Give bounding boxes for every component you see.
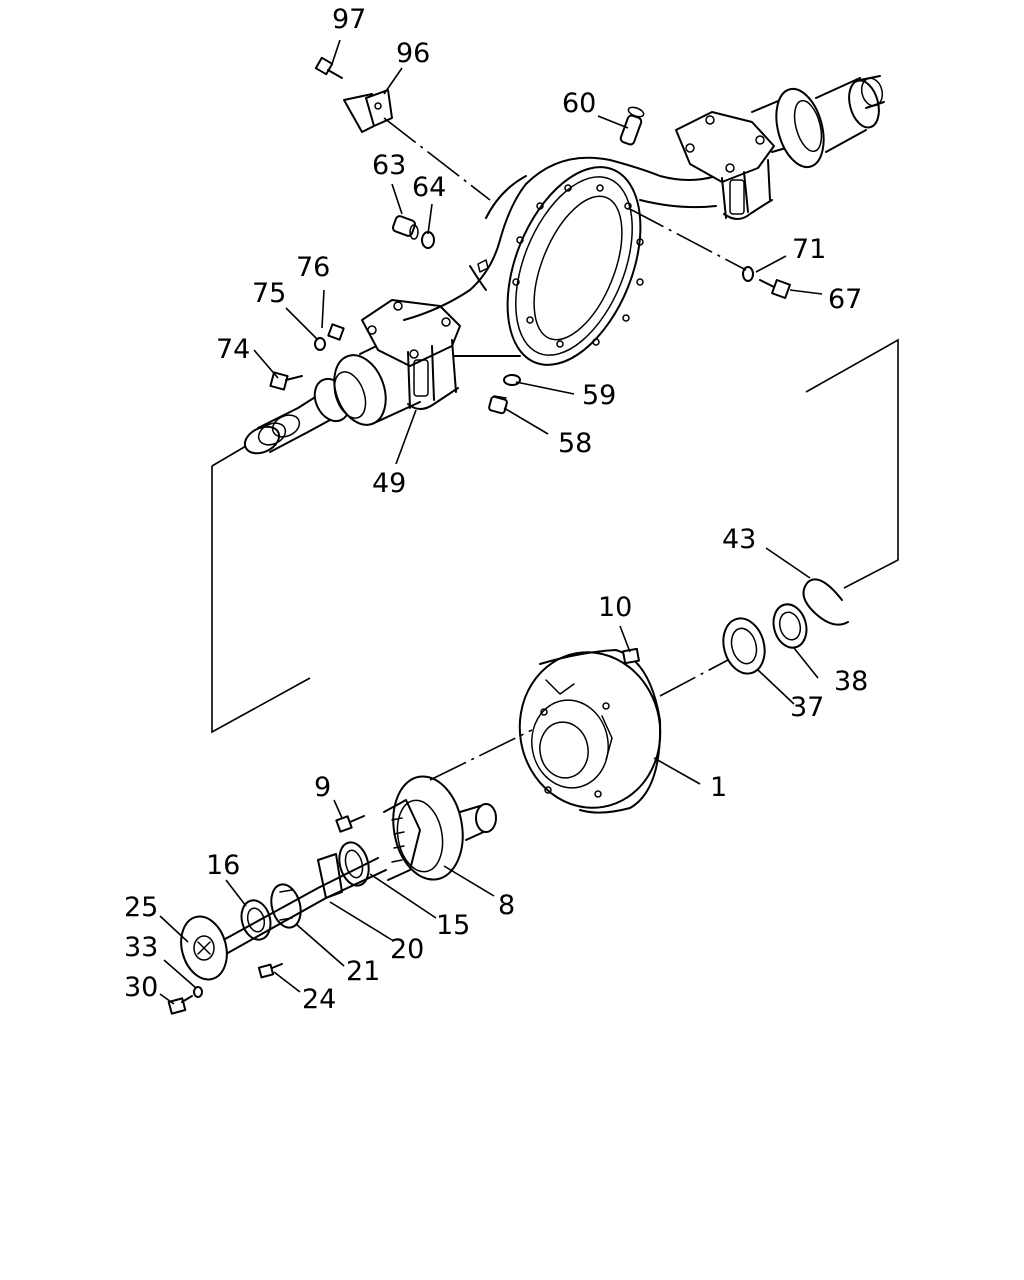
- part-60-breather: [619, 106, 645, 146]
- callout-38: 38: [834, 666, 868, 697]
- part-33-washer: [193, 986, 203, 998]
- callout-leaders: [159, 39, 823, 1005]
- callout-97: 97: [332, 4, 366, 35]
- part-64-washer: [421, 231, 435, 249]
- callout-9: 9: [314, 772, 331, 803]
- callout-8: 8: [498, 890, 515, 921]
- callout-76: 76: [296, 252, 330, 283]
- callout-10: 10: [598, 592, 632, 623]
- part-75-washer: [314, 337, 326, 351]
- callout-59: 59: [582, 380, 616, 411]
- part-24-screw: [257, 963, 283, 979]
- part-74-bolt: [269, 371, 303, 391]
- part-9-screw: [335, 815, 365, 833]
- part-76-nut: [327, 323, 345, 341]
- callout-30: 30: [124, 972, 158, 1003]
- callout-58: 58: [558, 428, 592, 459]
- callout-24: 24: [302, 984, 336, 1015]
- part-59-gasket: [503, 374, 521, 386]
- wheel-hub: [167, 647, 640, 1015]
- callout-1: 1: [710, 772, 727, 803]
- outer-bearing-set: [722, 578, 849, 675]
- callout-43: 43: [722, 524, 756, 555]
- callout-49: 49: [372, 468, 406, 499]
- callout-15: 15: [436, 910, 470, 941]
- part-10-nut: [622, 647, 640, 665]
- callout-63: 63: [372, 150, 406, 181]
- axle-housing: [243, 75, 885, 455]
- callout-33: 33: [124, 932, 158, 963]
- callout-37: 37: [790, 692, 824, 723]
- assembly-lines: [211, 117, 899, 781]
- part-58-plug: [488, 395, 508, 415]
- callout-16: 16: [206, 850, 240, 881]
- callout-20: 20: [390, 934, 424, 965]
- part-67-bolt: [759, 279, 791, 299]
- part-63-plug: [391, 215, 419, 240]
- callout-74: 74: [216, 334, 250, 365]
- part-97-bolt: [314, 56, 343, 79]
- brake-drum: [518, 649, 662, 814]
- callout-25: 25: [124, 892, 158, 923]
- callout-60: 60: [562, 88, 596, 119]
- callout-96: 96: [396, 38, 430, 69]
- callout-67: 67: [828, 284, 862, 315]
- callout-71: 71: [792, 234, 826, 265]
- callout-64: 64: [412, 172, 446, 203]
- part-96-bracket: [343, 89, 393, 133]
- callout-21: 21: [346, 956, 380, 987]
- callout-labels: 97 96 60 63 64 71 67 76 75 74 59 58 49 4…: [124, 4, 868, 1015]
- part-30-bolt: [167, 995, 193, 1015]
- housing-hardware: [269, 56, 791, 415]
- callout-75: 75: [252, 278, 286, 309]
